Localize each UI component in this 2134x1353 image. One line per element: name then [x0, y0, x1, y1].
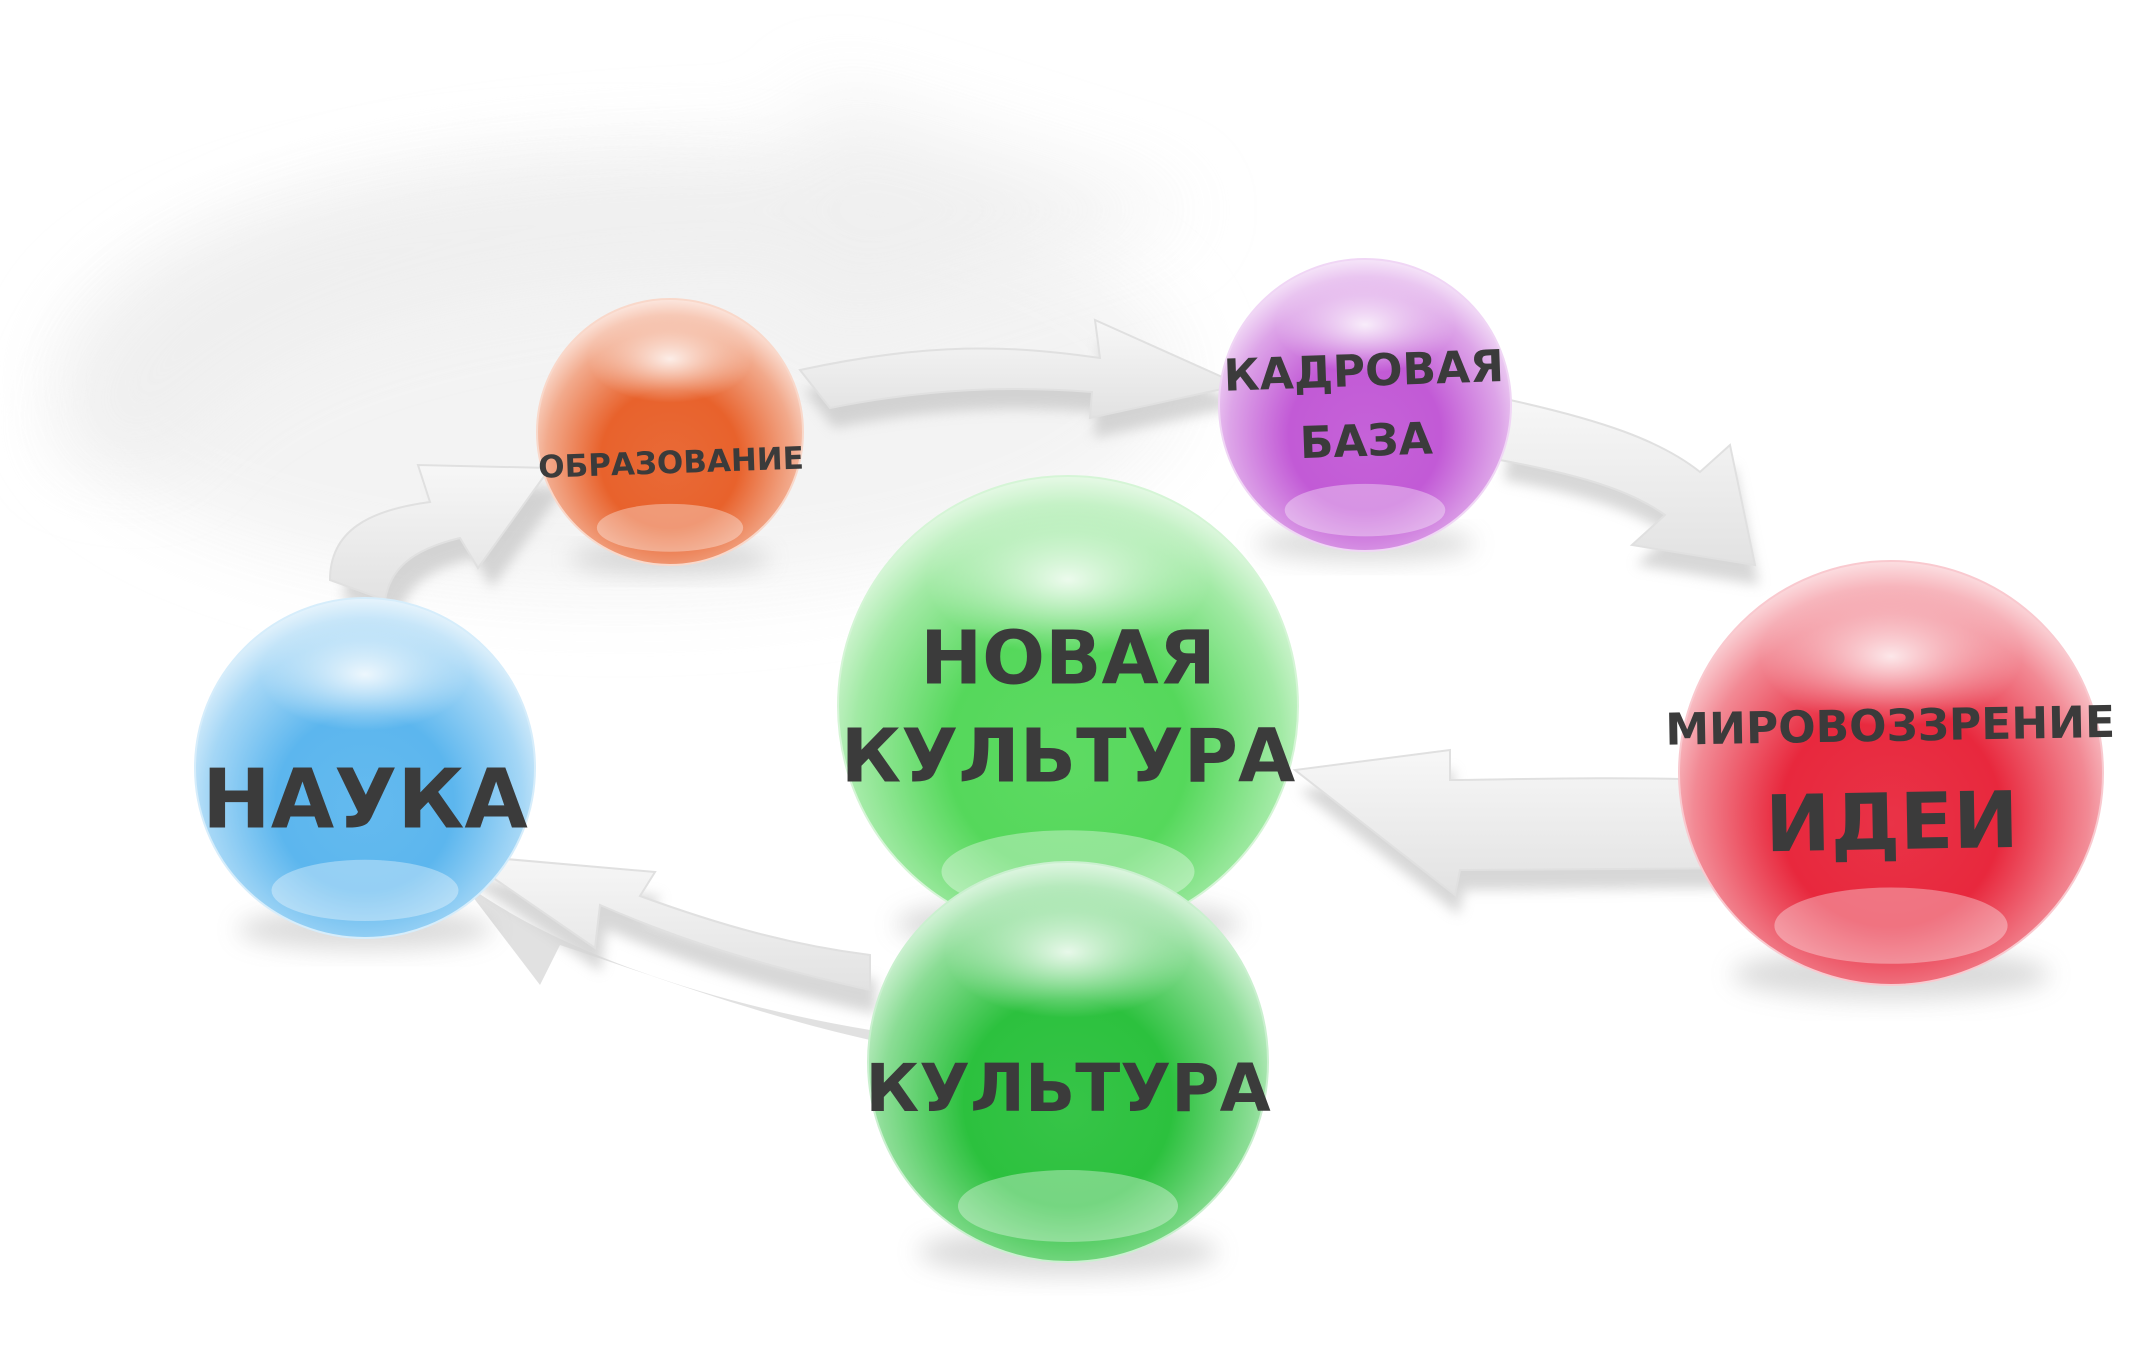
orb-highlight [1274, 276, 1456, 373]
orb-highlight [259, 618, 471, 731]
arrow-nauka-to-obrazovanie [328, 463, 564, 620]
arrow-mirovozzrenie-to-novaya-kultura [1292, 748, 1764, 915]
orb-highlight [944, 886, 1192, 1018]
orb-label-kadrovaya-1: КАДРОВАЯ [1223, 341, 1505, 402]
orb-kadrovaya: КАДРОВАЯ БАЗА [1218, 258, 1512, 562]
orb-label-novaya-kultura-2: КУЛЬТУРА [841, 714, 1295, 800]
orb-label-nauka-1: НАУКА [202, 753, 528, 848]
orb-kultura: КУЛЬТУРА [865, 861, 1271, 1276]
orb-rim [1774, 887, 2008, 964]
orb-rim [1284, 483, 1446, 537]
orb-highlight [587, 314, 753, 403]
orb-rim [596, 503, 744, 552]
orb-label-mirovozzrenie-1: МИРОВОЗЗРЕНИЕ [1665, 697, 2116, 756]
orb-highlight [925, 503, 1211, 656]
orb-rim [958, 1170, 1178, 1242]
orbs-layer: ОБРАЗОВАНИЕ КАДРОВАЯ БАЗА НАУКА НОВАЯ КУЛЬТУР… [194, 258, 2116, 1276]
arrow-kultura-to-nauka [456, 853, 876, 1040]
arrow-kadrovaya-to-mirovozzrenie [1498, 398, 1759, 585]
orb-mirovozzrenie: МИРОВОЗЗРЕНИЕ ИДЕИ [1665, 560, 2116, 1000]
orb-rim [271, 859, 459, 922]
orb-label-kultura-1: КУЛЬТУРА [865, 1050, 1270, 1127]
orb-nauka: НАУКА [194, 597, 536, 950]
arrow-obrazovanie-to-kadrovaya [798, 318, 1244, 438]
orb-label-novaya-kultura-1: НОВАЯ [920, 616, 1216, 702]
orb-label-mirovozzrenie-2: ИДЕИ [1764, 776, 2019, 870]
orb-highlight [1759, 586, 2023, 727]
orb-label-kadrovaya-2: БАЗА [1299, 414, 1434, 470]
orb-obrazovanie: ОБРАЗОВАНИЕ [536, 298, 805, 575]
